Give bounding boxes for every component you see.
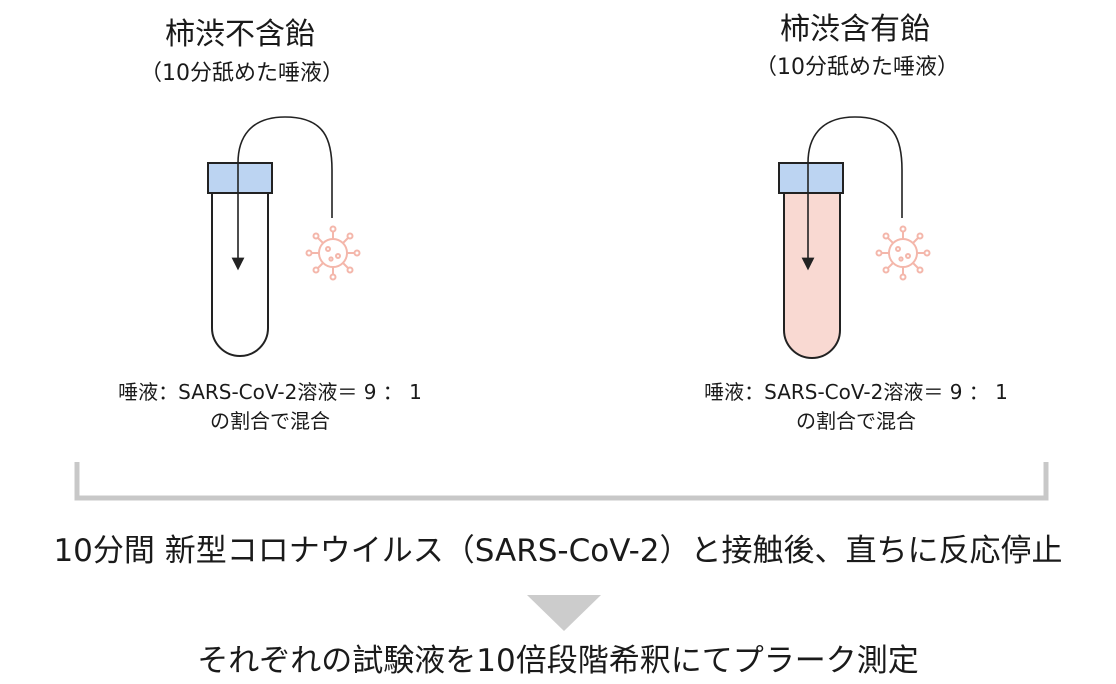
left-tube-tubing xyxy=(237,116,333,218)
down-arrow-icon xyxy=(527,595,601,631)
right-test-tube xyxy=(778,116,931,359)
left-mix-ratio-caption-line2: の割合で混合 xyxy=(210,409,330,433)
left-condition-title: 柿渋不含飴 xyxy=(165,17,315,52)
left-condition-subtitle: （10分舐めた唾液） xyxy=(140,61,344,86)
right-tube-cap xyxy=(778,162,844,194)
right-tube-tubing xyxy=(807,116,903,218)
right-mix-ratio-caption: 唾液：SARS-CoV-2溶液＝ 9 ： 1 xyxy=(704,380,1008,404)
right-condition-subtitle: （10分舐めた唾液） xyxy=(755,55,959,80)
right-tube-body xyxy=(783,191,841,359)
left-mix-ratio-caption: 唾液：SARS-CoV-2溶液＝ 9 ： 1 xyxy=(118,380,422,404)
right-condition-title: 柿渋含有飴 xyxy=(780,12,930,47)
right-mix-ratio-caption-line2: の割合で混合 xyxy=(796,409,916,433)
right-virus-icon xyxy=(875,225,931,281)
step1-contact-description: 10分間 新型コロナウイルス（SARS-CoV-2）と接触後、直ちに反応停止 xyxy=(53,533,1063,569)
left-virus-icon xyxy=(305,225,361,281)
grouping-bracket xyxy=(74,462,1049,501)
left-tube-cap xyxy=(207,162,273,194)
step2-plaque-assay-description: それぞれの試験液を10倍段階希釈にてプラーク測定 xyxy=(197,643,919,679)
left-tube-body xyxy=(211,191,269,357)
left-test-tube xyxy=(207,116,361,357)
